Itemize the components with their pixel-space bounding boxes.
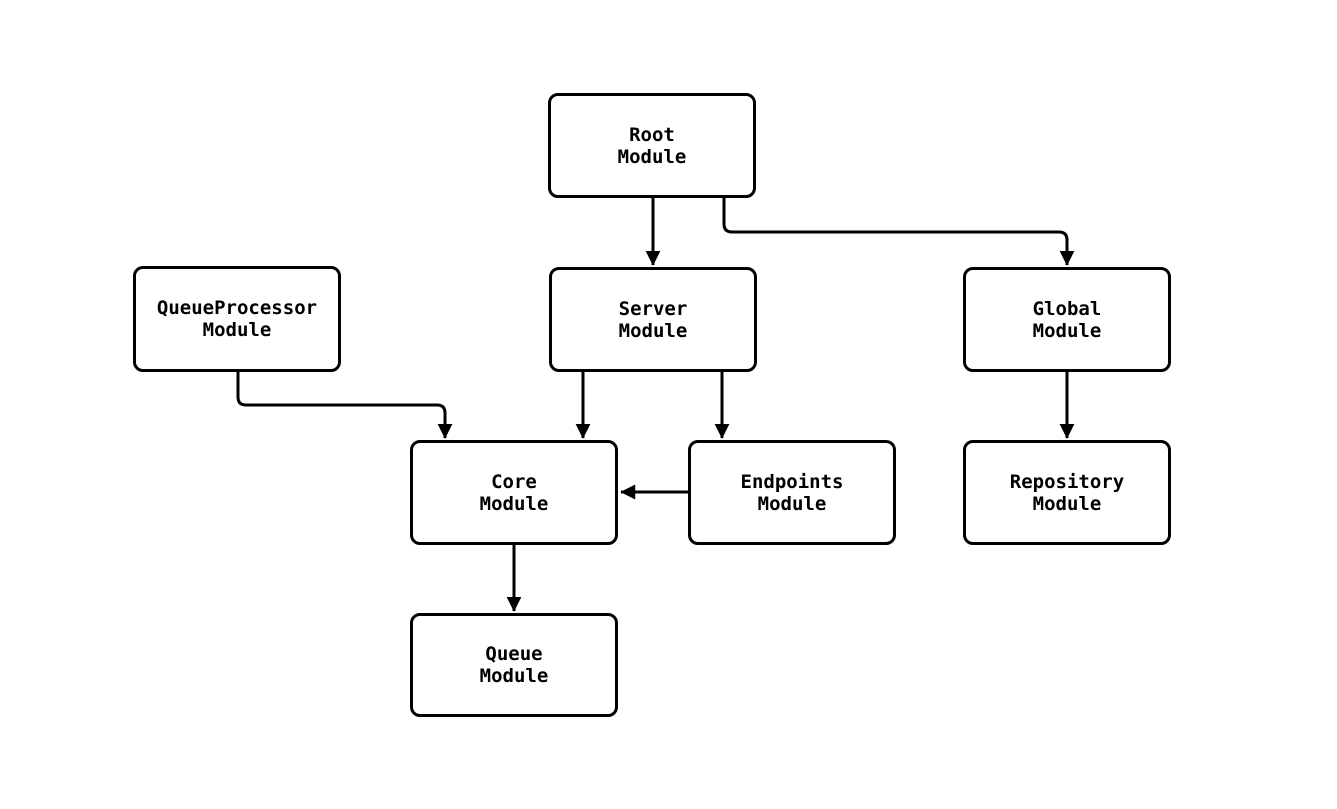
node-root-module: Root Module bbox=[548, 93, 756, 198]
edge-root-global bbox=[722, 198, 1075, 266]
node-core-module-label: Core Module bbox=[479, 470, 549, 515]
node-root-module-label: Root Module bbox=[617, 123, 687, 168]
node-core-module: Core Module bbox=[410, 440, 618, 545]
node-endpoints-module-label: Endpoints Module bbox=[740, 470, 844, 515]
node-global-module-label: Global Module bbox=[1032, 297, 1102, 342]
node-server-module: Server Module bbox=[549, 267, 757, 372]
edge-queueprocessor-core bbox=[236, 372, 453, 439]
node-endpoints-module: Endpoints Module bbox=[688, 440, 896, 545]
node-queueprocessor-module: QueueProcessor Module bbox=[133, 266, 341, 372]
node-queue-module-label: Queue Module bbox=[479, 643, 549, 687]
node-global-module: Global Module bbox=[963, 267, 1171, 372]
node-server-module-label: Server Module bbox=[618, 297, 688, 342]
node-queueprocessor-module-label: QueueProcessor Module bbox=[156, 297, 318, 341]
node-repository-module: Repository Module bbox=[963, 440, 1171, 545]
node-queue-module: Queue Module bbox=[410, 613, 618, 717]
node-repository-module-label: Repository Module bbox=[1009, 470, 1125, 515]
